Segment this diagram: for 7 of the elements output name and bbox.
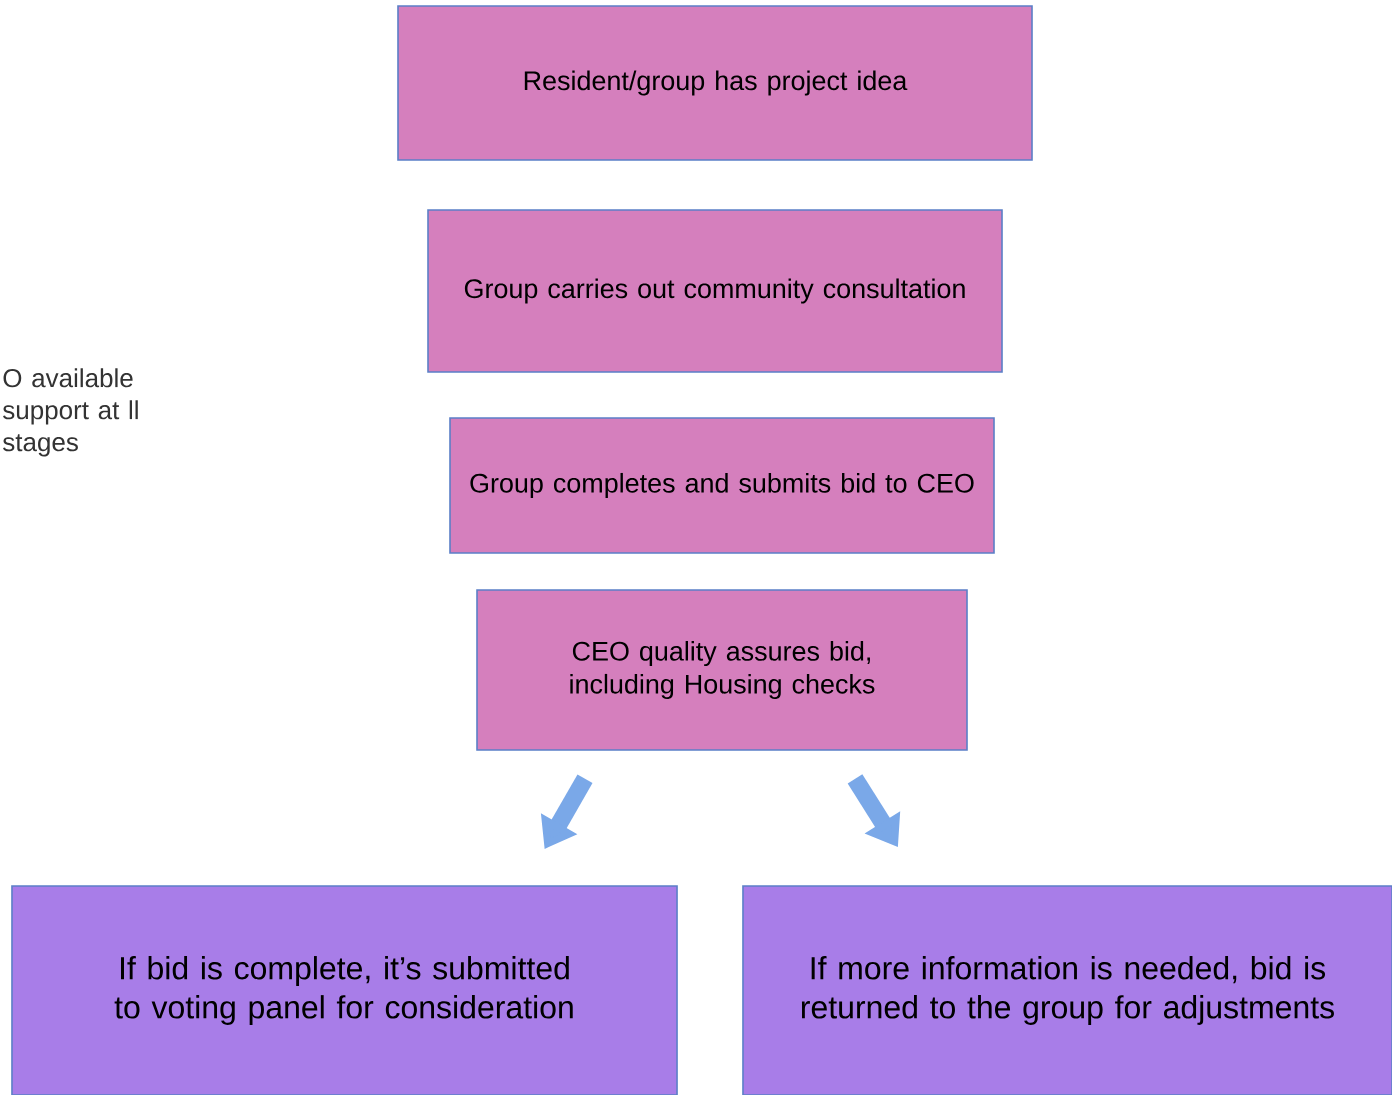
process-box: If more information is needed, bid is returned to the group for adjustments bbox=[742, 885, 1392, 1095]
process-box: Group completes and submits bid to CEO bbox=[449, 417, 995, 554]
process-box: Resident/group has project idea bbox=[397, 5, 1033, 161]
process-box: Group carries out community consultation bbox=[427, 209, 1003, 373]
side-note: O available support at ll stages bbox=[3, 368, 138, 457]
process-box: If bid is complete, it’s submitted to voting panel for consideration bbox=[11, 885, 678, 1095]
process-box: CEO quality assures bid, including Housing checks bbox=[476, 589, 968, 751]
